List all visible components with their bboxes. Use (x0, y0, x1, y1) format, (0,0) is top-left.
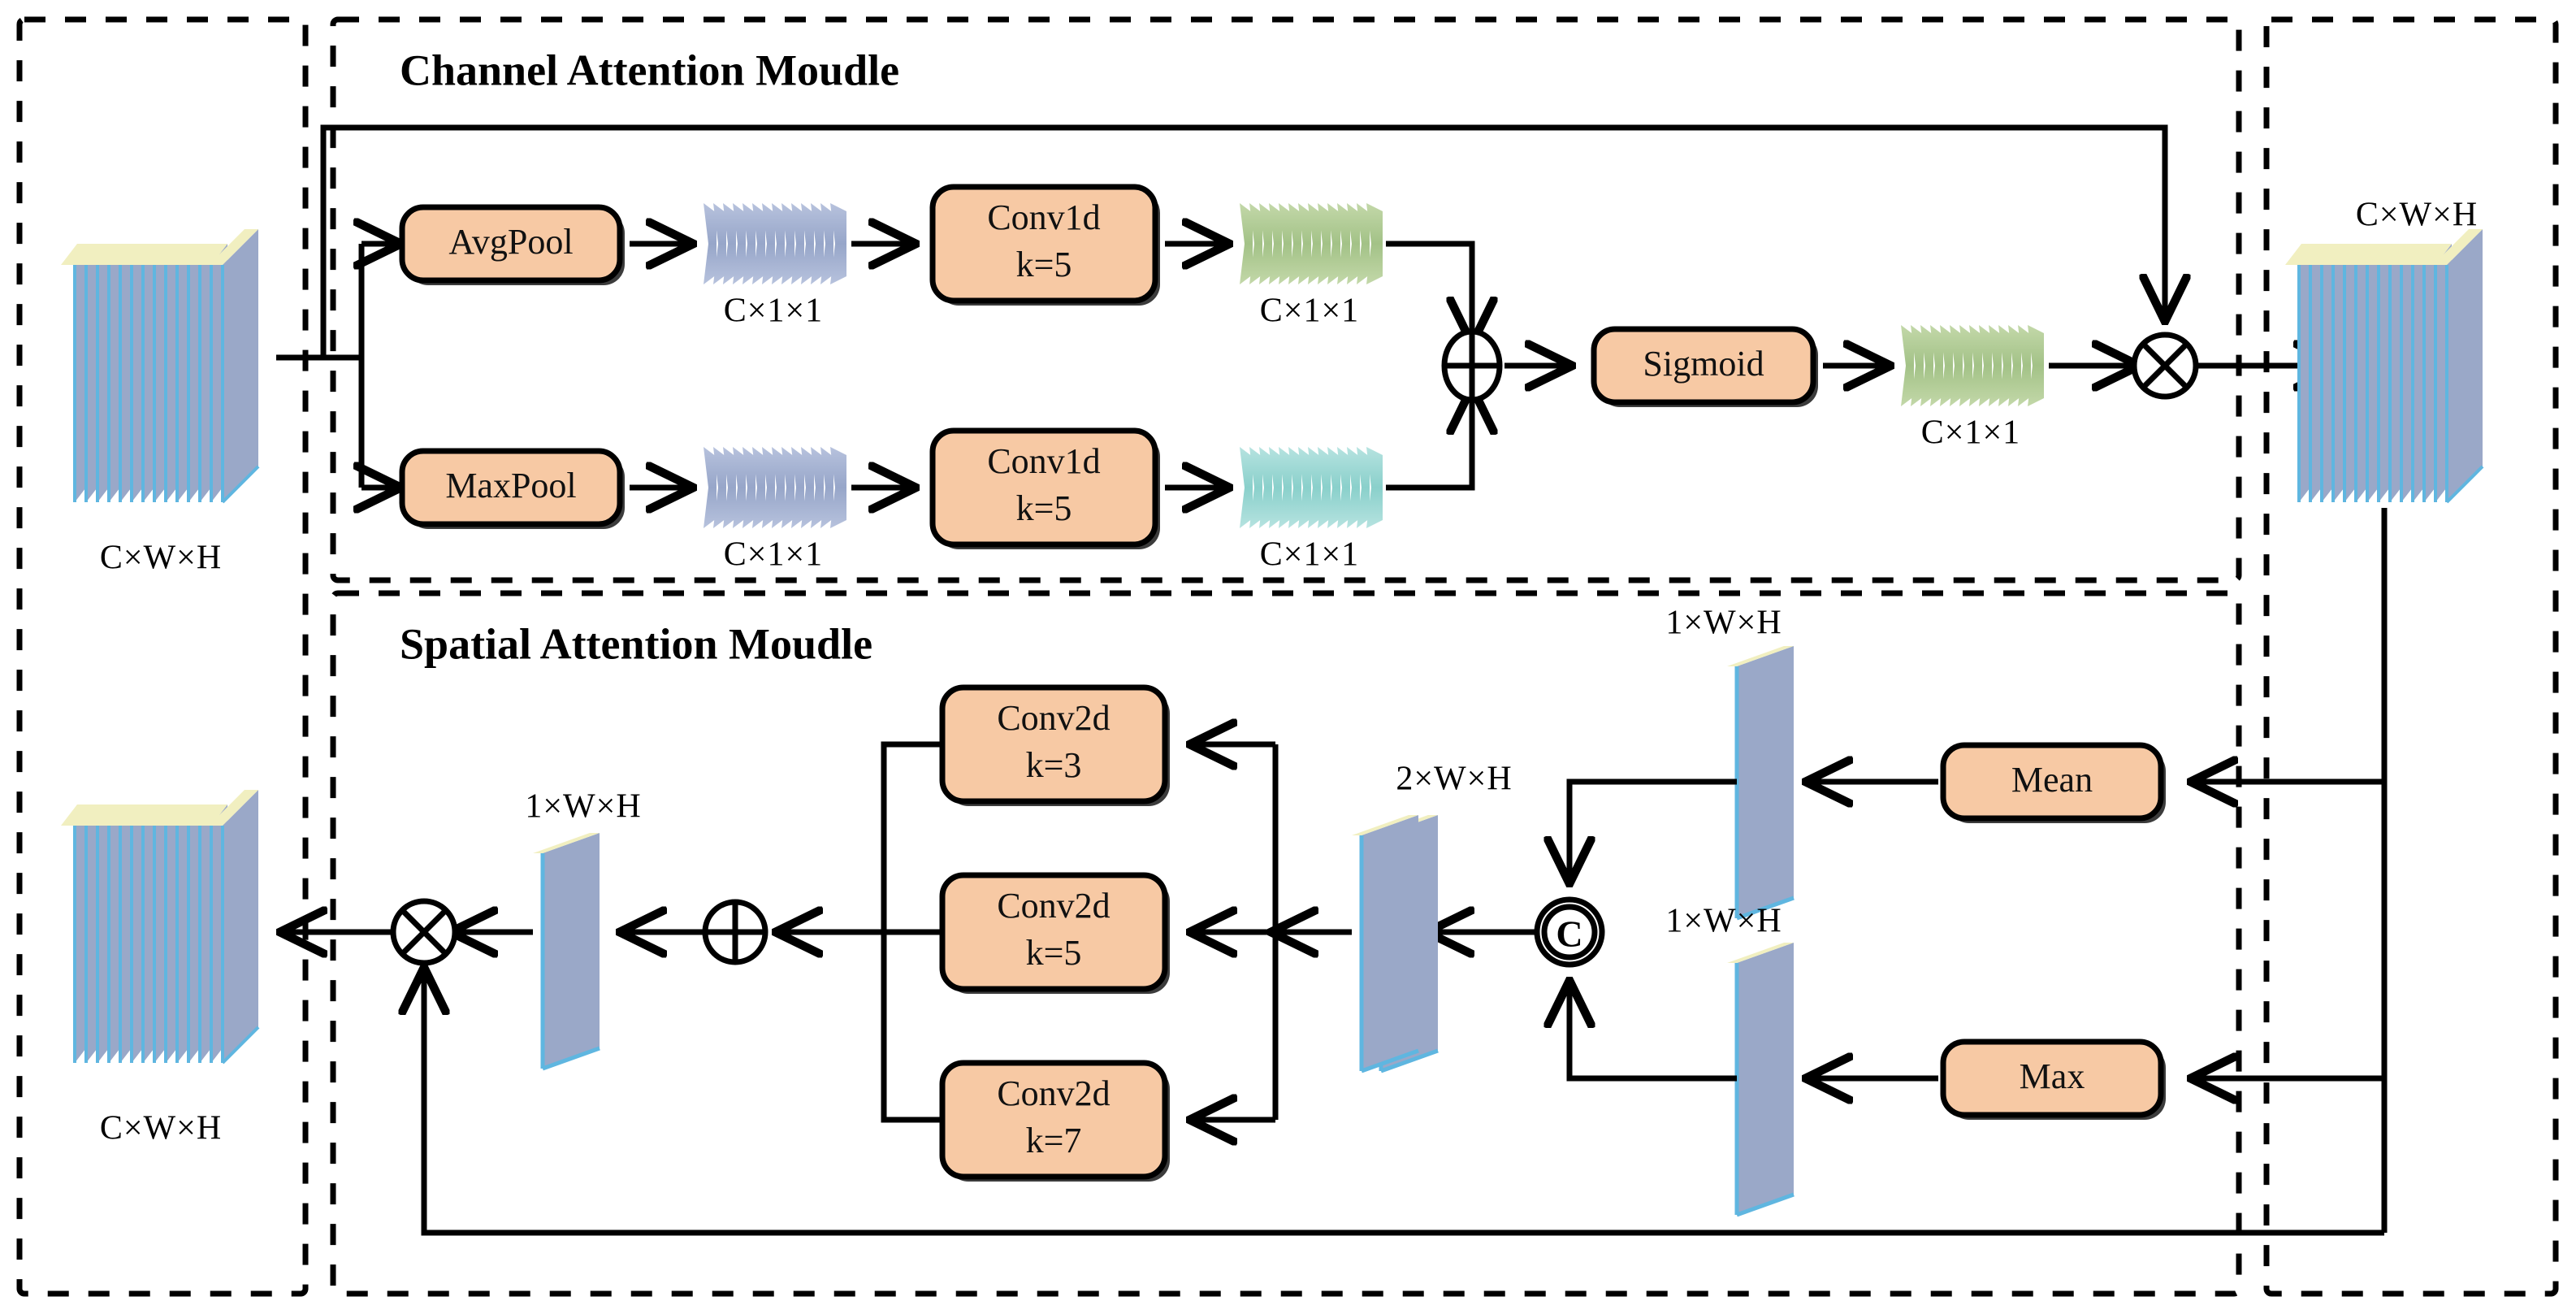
wire-bottom-branch-to-add (1386, 392, 1472, 491)
conv1d-bottom-block[interactable]: Conv1d k=5 (929, 427, 1160, 549)
tensor-plane-max (1727, 943, 1795, 1217)
channel-output-tensor-stack (2285, 229, 2484, 504)
channel-add-operator (1441, 328, 1503, 403)
spatial-module-border (330, 590, 2242, 1297)
conv1d-bottom-label-line2: k=5 (1016, 488, 1072, 528)
max-block[interactable]: Max (1940, 1039, 2166, 1120)
channel-module-title: Channel Attention Moudle (400, 46, 899, 94)
avgpool-label: AvgPool (448, 222, 573, 262)
spatial-output-dim-label: C×W×H (100, 1110, 222, 1147)
tensor-comb-conv1d-bottom (1240, 447, 1383, 528)
spatial-module-title: Spatial Attention Moudle (400, 619, 872, 668)
sigmoid-block[interactable]: Sigmoid (1591, 326, 1818, 407)
maxpool-out-dim-label: C×1×1 (724, 536, 823, 574)
output-region-border (2263, 16, 2559, 1297)
conv2d-k5-block[interactable]: Conv2d k=5 (939, 872, 1170, 994)
avgpool-block[interactable]: AvgPool (399, 204, 625, 285)
spatial-output-tensor-stack (61, 790, 260, 1065)
sigmoid-label: Sigmoid (1643, 344, 1764, 384)
wire-channel-skip (320, 124, 2165, 358)
channel-output-dim-label: C×W×H (2356, 197, 2478, 234)
conv1d-top-label-line2: k=5 (1016, 245, 1072, 284)
attention-map-dim-label: 1×W×H (525, 788, 641, 826)
tensor-plane-mean (1727, 646, 1795, 921)
conv2d-k7-label-line1: Conv2d (997, 1073, 1110, 1113)
tensor-comb-sigmoid (1901, 325, 2044, 406)
conv1d-top-out-dim-label: C×1×1 (1260, 293, 1359, 330)
sigmoid-out-dim-label: C×1×1 (1921, 414, 2020, 452)
conv2d-k5-label-line2: k=5 (1026, 933, 1082, 973)
concat-out-dim-label: 2×W×H (1396, 761, 1512, 798)
concat-letter: C (1556, 913, 1582, 955)
spatial-multiply-operator (390, 898, 458, 966)
tensor-comb-maxpool (704, 447, 846, 528)
conv1d-bottom-out-dim-label: C×1×1 (1260, 536, 1359, 574)
max-out-dim-label: 1×W×H (1665, 903, 1782, 940)
wire-spatial-skip-feedback (424, 972, 2384, 1236)
conv2d-k7-block[interactable]: Conv2d k=7 (939, 1060, 1170, 1182)
mean-out-dim-label: 1×W×H (1665, 605, 1782, 642)
conv1d-top-label-line1: Conv1d (987, 197, 1100, 237)
wire-maxplane-to-concat (1569, 985, 1737, 1082)
mean-block[interactable]: Mean (1940, 742, 2166, 823)
conv2d-k3-label-line2: k=3 (1026, 745, 1082, 785)
tensor-comb-avgpool (704, 203, 846, 284)
tensor-plane-attention (533, 833, 600, 1071)
max-label: Max (2020, 1056, 2085, 1096)
tensor-comb-conv1d-top (1240, 203, 1383, 284)
wire-meanplane-to-concat (1569, 778, 1737, 879)
mean-label: Mean (2011, 760, 2093, 800)
input-tensor-stack (61, 229, 260, 504)
input-tensor-dim-label: C×W×H (100, 540, 222, 577)
channel-multiply-operator (2131, 332, 2199, 400)
conv2d-k3-block[interactable]: Conv2d k=3 (939, 684, 1170, 806)
conv2d-k7-label-line2: k=7 (1026, 1121, 1082, 1160)
conv1d-top-block[interactable]: Conv1d k=5 (929, 184, 1160, 306)
concat-operator: C (1534, 896, 1605, 968)
maxpool-label: MaxPool (445, 466, 576, 505)
tensor-plane-concat (1352, 815, 1439, 1073)
spatial-add-operator (702, 899, 768, 965)
conv2d-k3-label-line1: Conv2d (997, 698, 1110, 738)
maxpool-block[interactable]: MaxPool (399, 448, 625, 529)
channel-module-border (330, 16, 2242, 583)
avgpool-out-dim-label: C×1×1 (724, 293, 823, 330)
input-region-border (16, 16, 309, 1297)
wire-top-branch-to-add (1386, 241, 1472, 340)
conv2d-k5-label-line1: Conv2d (997, 886, 1110, 926)
conv1d-bottom-label-line1: Conv1d (987, 441, 1100, 481)
